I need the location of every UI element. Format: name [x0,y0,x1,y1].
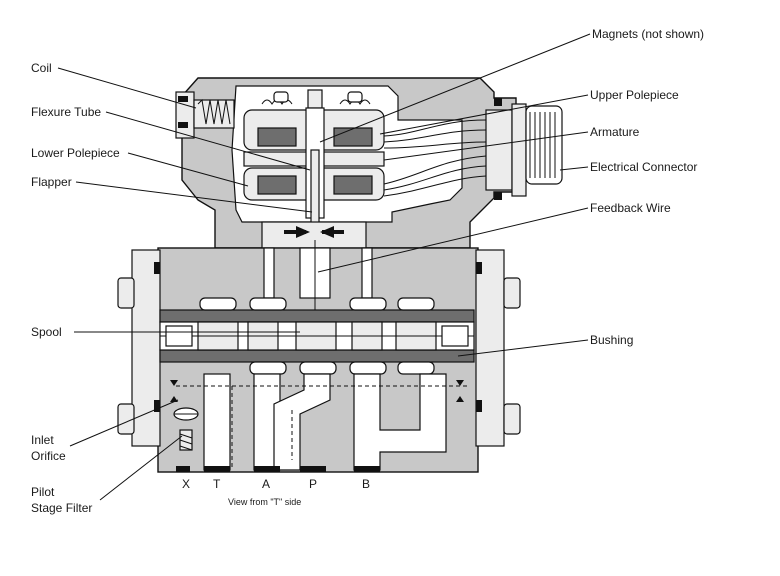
view-caption: View from "T" side [228,497,301,507]
window-p [299,361,337,375]
right-cap-seal-bottom [476,400,482,412]
wire-2 [383,129,487,143]
seal-b [354,466,380,472]
left-end-cap [131,249,161,447]
wire-5 [383,165,487,191]
right-nozzle-arrow [320,226,334,238]
filter-mesh [179,433,193,451]
label-flexure-tube: Flexure Tube [31,105,101,119]
connector-neck [511,103,527,197]
wire-4 [383,155,487,185]
right-screw [347,91,363,103]
seal-p [300,466,326,472]
nozzle-block [261,221,367,249]
label-electrical-connector: Electrical Connector [590,160,697,174]
connector-knurl [529,112,556,178]
leader-coil [57,67,197,109]
port-t: T [213,477,221,491]
passage-t [203,373,231,471]
right-cap-seal-top [476,262,482,274]
leader-flexure-tube [105,111,311,171]
port-p: P [309,477,317,491]
window-1 [199,297,237,311]
upper-left-coil [257,127,297,147]
window-b-top [349,361,387,375]
window-a [249,361,287,375]
leader-pilot-filter [99,435,183,501]
left-nozzle-arrow [296,226,310,238]
pilot-passage-left [263,247,275,299]
leader-lower-polepiece [127,152,249,187]
leader-inlet-orifice [69,399,179,447]
left-screw [273,91,289,103]
window-3 [349,297,387,311]
spool-end-right [441,325,469,347]
label-flapper: Flapper [31,175,72,189]
label-spool: Spool [31,325,62,339]
label-upper-polepiece: Upper Polepiece [590,88,679,102]
leader-magnets [319,33,591,143]
lower-right-coil [333,175,373,195]
leader-upper-polepiece [379,94,589,135]
pilot-passage-right [361,247,373,299]
upper-right-coil [333,127,373,147]
seal-t [204,466,230,472]
label-coil: Coil [31,61,52,75]
electrical-connector [525,105,563,185]
armature-post [307,89,323,109]
seal-x [176,466,190,472]
leader-flapper [75,181,313,213]
label-lower-polepiece: Lower Polepiece [31,146,120,160]
right-end-cap [475,249,505,447]
port-b: B [362,477,370,491]
left-bolt-bottom [117,403,135,435]
wire-1 [383,119,487,137]
wire-6 [383,175,487,197]
coil-retainer-nut-lower [178,122,188,128]
connector-bolt-top [494,98,502,106]
label-magnets: Magnets (not shown) [592,27,704,41]
label-orifice: Orifice [31,449,66,463]
leader-bushing [457,339,589,357]
right-bolt-top [503,277,521,309]
bushing-top [159,309,475,323]
wire-3 [383,141,487,149]
leader-electrical-connector [559,166,589,171]
label-pilot: Pilot [31,485,55,499]
window-b-right [397,361,435,375]
seal-a [254,466,280,472]
leader-armature [383,131,589,161]
label-inlet: Inlet [31,433,54,447]
bushing-bottom [159,349,475,363]
window-4 [397,297,435,311]
connector-flange [485,109,513,191]
spool-end-left [165,325,193,347]
connector-bolt-bottom [494,192,502,200]
lower-left-coil [257,175,297,195]
right-arrow-up [456,396,464,402]
port-x: X [182,477,190,491]
right-arrow-down [456,380,464,386]
left-arrow-down [170,380,178,386]
left-cap-seal-bottom [154,400,160,412]
coil-winding [197,98,231,125]
leader-feedback-wire [317,207,589,273]
port-a: A [262,477,270,491]
label-stage-filter: Stage Filter [31,501,92,515]
window-2 [249,297,287,311]
label-feedback-wire: Feedback Wire [590,201,671,215]
coil-retainer-nut [178,96,188,102]
label-bushing: Bushing [590,333,633,347]
right-bolt-bottom [503,403,521,435]
label-armature: Armature [590,125,640,139]
left-bolt-top [117,277,135,309]
left-cap-seal-top [154,262,160,274]
